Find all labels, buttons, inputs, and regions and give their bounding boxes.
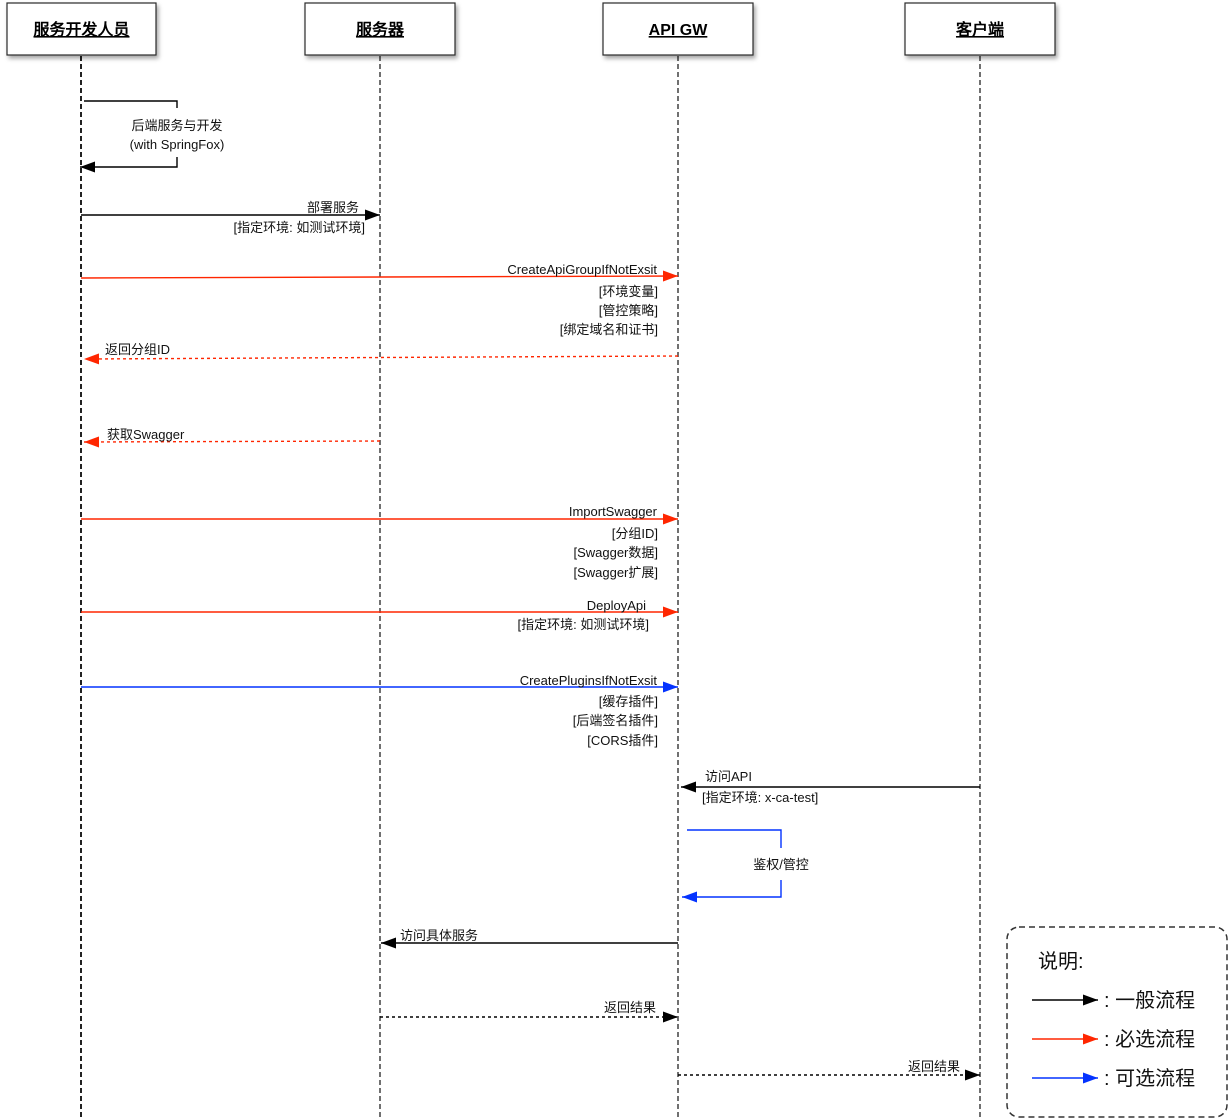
message-note: [CORS插件] bbox=[587, 733, 658, 748]
message-deploy-service: 部署服务 [指定环境: 如测试环境] bbox=[81, 200, 380, 235]
message-create-plugins: CreatePluginsIfNotExsit [缓存插件] [后端签名插件] … bbox=[81, 673, 678, 748]
participant-box bbox=[6, 2, 157, 56]
message-backend-development: 后端服务与开发 (with SpringFox) bbox=[80, 100, 225, 173]
message-label: 返回结果 bbox=[604, 1000, 656, 1015]
message-auth-control: 鉴权/管控 bbox=[682, 829, 809, 903]
message-arrow bbox=[80, 270, 679, 282]
message-note: [分组ID] bbox=[612, 526, 658, 541]
message-label: 返回分组ID bbox=[105, 342, 170, 357]
message-label: 鉴权/管控 bbox=[753, 857, 809, 872]
message-label: CreatePluginsIfNotExsit bbox=[520, 673, 658, 688]
legend-label-required: : 必选流程 bbox=[1104, 1028, 1195, 1051]
message-note: [指定环境: 如测试环境] bbox=[234, 220, 365, 235]
participant-label: 客户端 bbox=[956, 20, 1004, 39]
message-note: [Swagger扩展] bbox=[573, 565, 658, 580]
message-access-service: 访问具体服务 bbox=[381, 928, 678, 949]
participant-label: API GW bbox=[649, 22, 709, 39]
participant-client: 客户端 bbox=[904, 2, 1056, 56]
message-label: 访问API bbox=[705, 769, 752, 784]
legend-label-general: : 一般流程 bbox=[1104, 989, 1195, 1012]
message-deploy-api: DeployApi [指定环境: 如测试环境] bbox=[81, 598, 678, 632]
participant-box bbox=[602, 2, 754, 56]
participant-box bbox=[304, 2, 456, 56]
message-access-api: 访问API [指定环境: x-ca-test] bbox=[681, 769, 980, 805]
participant-label: 服务开发人员 bbox=[33, 20, 129, 39]
message-note: [环境变量] bbox=[599, 284, 658, 299]
message-note: [绑定域名和证书] bbox=[560, 322, 658, 337]
message-label: CreateApiGroupIfNotExsit bbox=[507, 262, 657, 277]
message-note: [Swagger数据] bbox=[573, 545, 658, 560]
message-note: [指定环境: x-ca-test] bbox=[702, 790, 818, 805]
legend-box bbox=[1006, 926, 1228, 1118]
legend-label-optional: : 可选流程 bbox=[1104, 1067, 1195, 1090]
message-label: DeployApi bbox=[587, 598, 646, 613]
message-import-swagger: ImportSwagger [分组ID] [Swagger数据] [Swagge… bbox=[81, 504, 678, 580]
message-note: [管控策略] bbox=[599, 303, 658, 318]
message-arrow bbox=[83, 353, 679, 365]
message-return-group-id: 返回分组ID bbox=[83, 342, 679, 365]
participant-api-gw: API GW bbox=[602, 2, 754, 56]
message-note: [缓存插件] bbox=[599, 694, 658, 709]
message-arrow bbox=[687, 829, 782, 848]
message-label: 获取Swagger bbox=[107, 427, 185, 442]
message-label: 后端服务与开发 bbox=[131, 118, 222, 133]
message-arrow bbox=[80, 157, 178, 173]
message-label: ImportSwagger bbox=[569, 504, 658, 519]
message-return-result-client: 返回结果 bbox=[678, 1059, 980, 1081]
message-create-api-group: CreateApiGroupIfNotExsit [环境变量] [管控策略] [… bbox=[80, 262, 679, 337]
message-return-result-gateway: 返回结果 bbox=[380, 1000, 678, 1023]
message-arrow bbox=[682, 880, 782, 903]
participant-label: 服务器 bbox=[356, 20, 405, 39]
participant-service-developer: 服务开发人员 bbox=[6, 2, 157, 56]
legend: 说明: : 一般流程 : 必选流程 : 可选流程 bbox=[1006, 926, 1228, 1118]
message-label: 部署服务 bbox=[307, 200, 359, 215]
legend-title: 说明: bbox=[1038, 950, 1084, 973]
message-get-swagger: 获取Swagger bbox=[83, 427, 381, 448]
message-label: 返回结果 bbox=[908, 1059, 960, 1074]
message-arrow bbox=[84, 100, 178, 108]
participant-box bbox=[904, 2, 1056, 56]
message-note: [后端签名插件] bbox=[573, 713, 658, 728]
message-note: [指定环境: 如测试环境] bbox=[518, 617, 649, 632]
message-note: (with SpringFox) bbox=[130, 137, 225, 152]
message-label: 访问具体服务 bbox=[400, 928, 478, 943]
message-arrow bbox=[83, 436, 381, 448]
participant-server: 服务器 bbox=[304, 2, 456, 56]
